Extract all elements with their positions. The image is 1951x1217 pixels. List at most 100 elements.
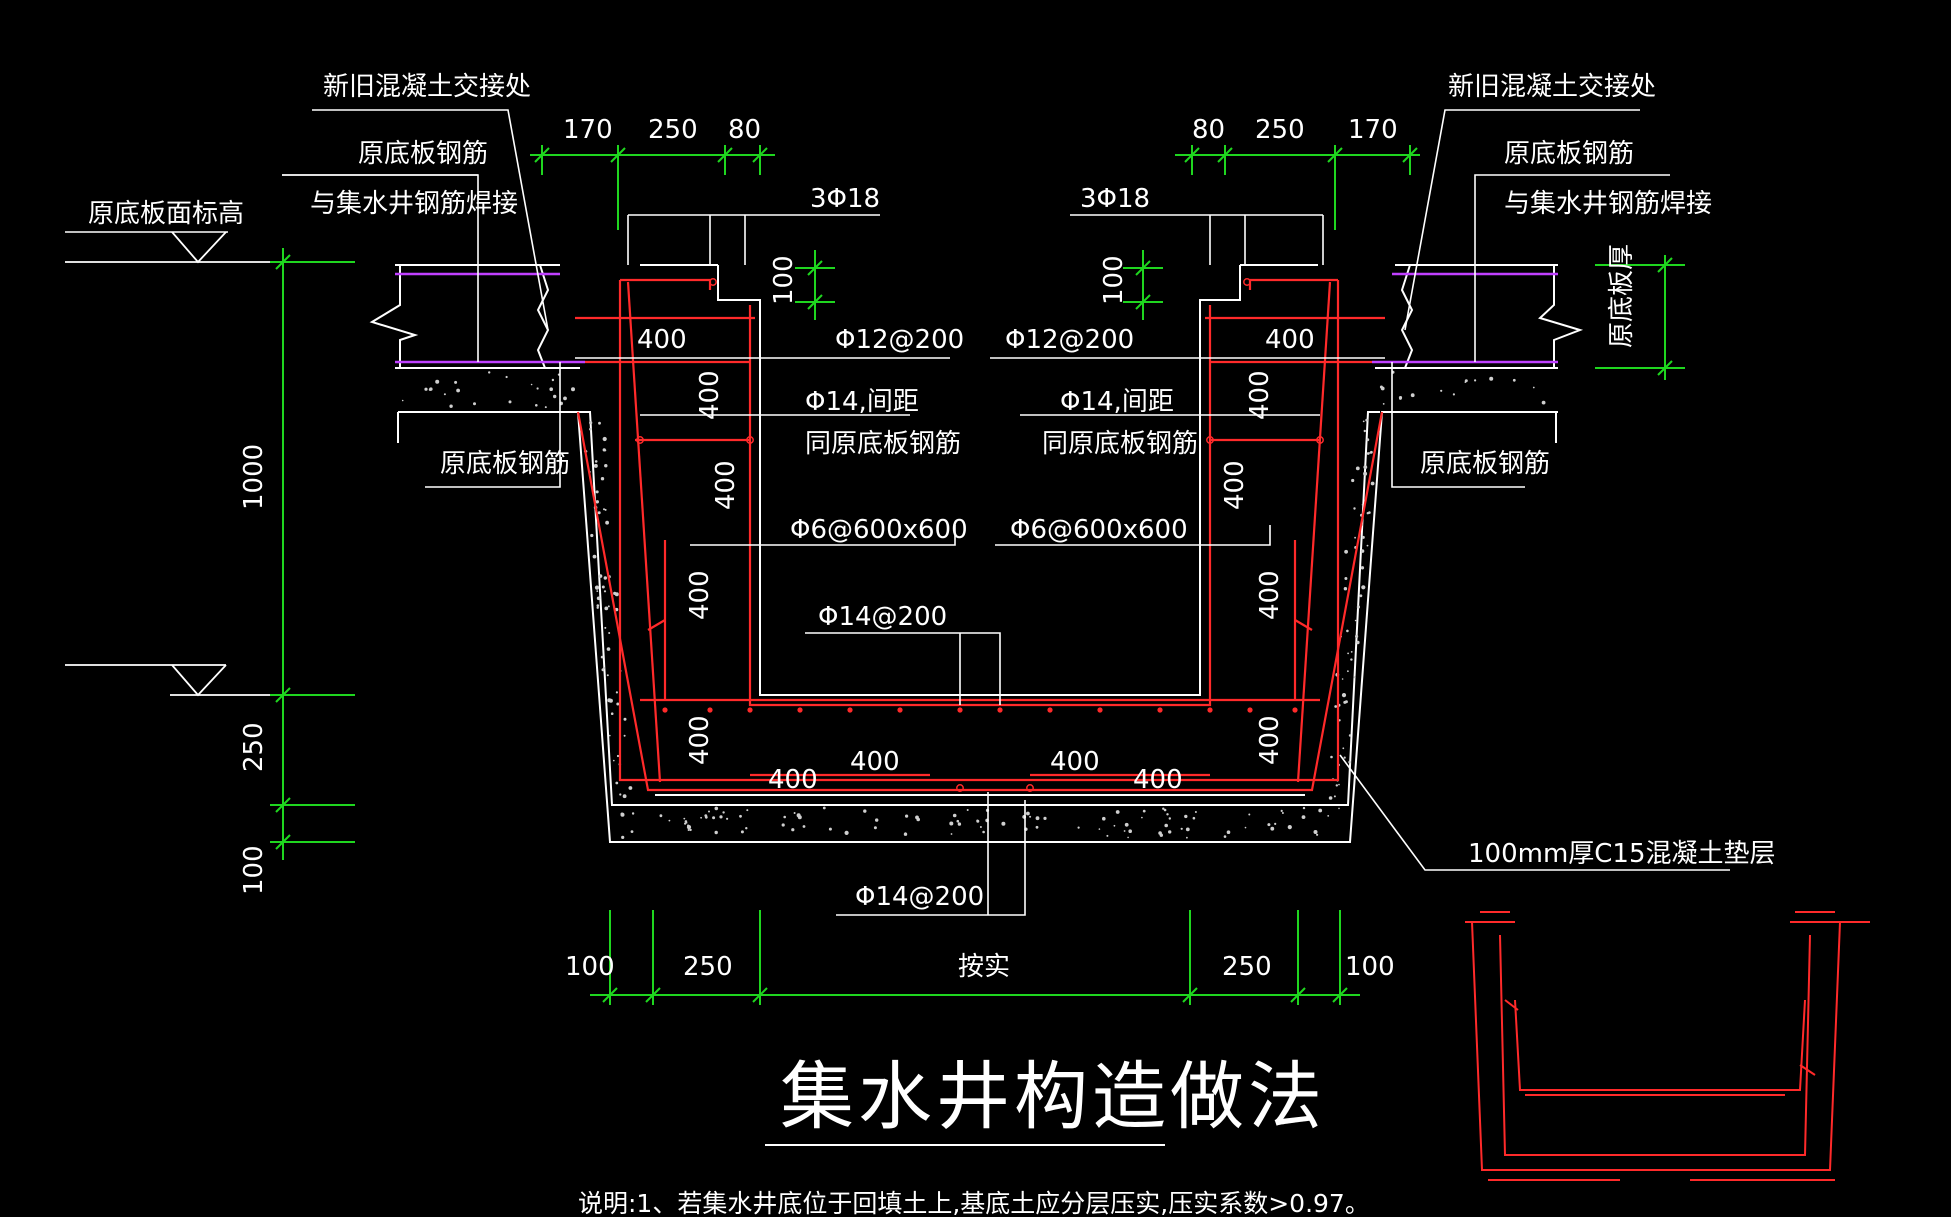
hatch-dot	[1035, 825, 1039, 829]
dimension-lines	[270, 145, 1685, 1005]
hatch-dot	[631, 812, 635, 815]
dim-text-170-left: 170	[563, 115, 613, 145]
rebar-section	[1206, 436, 1214, 444]
dim-text-80-left: 80	[728, 115, 761, 145]
dim-text-anchor-i: 400	[685, 715, 715, 765]
hatch-dot	[608, 698, 613, 703]
label-3phi18-left: 3Φ18	[810, 184, 880, 214]
hatch-dot	[1366, 544, 1369, 547]
dim-text-bot-250-left: 250	[683, 952, 733, 982]
hatch-dot	[957, 822, 962, 826]
dim-tick	[1135, 260, 1151, 276]
hatch-dot	[1369, 451, 1372, 454]
hatch-dot	[1106, 834, 1109, 837]
dim-tick	[534, 147, 550, 163]
hatch-dot	[1035, 816, 1040, 821]
hatch-dot	[456, 388, 460, 393]
rebar-outer-u	[618, 280, 1340, 782]
hatch-dot	[822, 806, 826, 810]
hatch-dot	[1162, 807, 1165, 810]
hatch-dot	[1348, 760, 1351, 764]
dim-text-left-100: 100	[239, 845, 269, 895]
dim-text-bot-actual: 按实	[958, 952, 1010, 982]
rebar-section	[1243, 278, 1251, 286]
hatch-dot	[1328, 796, 1333, 800]
hatch-dot	[1186, 836, 1188, 839]
hatch-dot	[797, 815, 802, 820]
hatch-dot	[605, 520, 609, 525]
drawing-note: 说明:1、若集水井底位于回填土上,基底土应分层压实,压实系数>0.97。	[578, 1189, 1370, 1217]
dim-tick	[610, 147, 626, 163]
hatch-dot	[1350, 658, 1353, 661]
dim-text-anchor-d: 400	[1245, 370, 1275, 420]
pit-inner-wall	[717, 265, 1241, 696]
hatch-dot	[1347, 652, 1349, 655]
hatch-dot	[443, 393, 446, 396]
dim-text-left-250: 250	[239, 722, 269, 772]
hatch-dot	[603, 508, 605, 511]
leader-joint-left	[312, 109, 549, 331]
leader-phi6-right	[995, 525, 1271, 546]
hatch-dot	[614, 592, 619, 597]
dim-tick	[275, 834, 291, 850]
hatch-dot	[603, 590, 607, 593]
hatch-dot	[1115, 810, 1120, 814]
label-phi14-spacing-right-1: Φ14,间距	[1060, 387, 1174, 417]
label-phi6-left: Φ6@600x600	[790, 515, 968, 545]
hatch-dot	[596, 604, 600, 607]
break-line-right	[1538, 265, 1584, 368]
hatch-dot	[1363, 429, 1367, 433]
label-phi12-right: Φ12@200	[1005, 325, 1134, 355]
hatch-dot	[952, 813, 957, 818]
hatch-dot	[1128, 829, 1132, 833]
rebar-dot	[707, 707, 713, 713]
hatch-dot	[628, 786, 633, 790]
drawing-title: 集水井构造做法	[780, 1054, 1326, 1140]
dim-text-anchor-n: 400	[1133, 765, 1183, 795]
rebar-dot	[797, 707, 803, 713]
hatch-dot	[603, 576, 607, 580]
dim-text-anchor-l: 400	[850, 747, 900, 777]
hatch-dot	[1356, 605, 1360, 609]
dim-tick	[1657, 257, 1673, 273]
hatch-dot	[623, 734, 626, 737]
label-phi12-left: Φ12@200	[835, 325, 964, 355]
hatch-dot	[979, 826, 982, 828]
rebar-dot	[1207, 707, 1213, 713]
label-phi14-200-top: Φ14@200	[818, 602, 947, 632]
dim-tick	[645, 987, 661, 1003]
hatch-dot	[1301, 815, 1306, 819]
hatch-dot	[802, 825, 806, 828]
hatch-dot	[571, 387, 575, 392]
dim-tick	[752, 987, 768, 1003]
hatch-dot	[1489, 376, 1494, 381]
dim-tick	[602, 987, 618, 1003]
hatch-dot	[1102, 816, 1106, 821]
hatch-dot	[535, 404, 538, 407]
hatch-dot	[746, 809, 749, 812]
hatch-dot	[1287, 825, 1292, 830]
hatch-dot	[1180, 827, 1183, 830]
hatch-dot	[488, 371, 491, 374]
hatch-dot	[1043, 816, 1047, 821]
label-slab-thickness: 原底板厚	[1607, 244, 1637, 348]
hatch-dot	[708, 810, 710, 813]
rebar-dot	[997, 707, 1003, 713]
hatch-dot	[1141, 816, 1143, 819]
hatch-dot	[604, 508, 607, 511]
rebar-dot	[662, 707, 668, 713]
rebar-section	[1026, 784, 1034, 792]
hatch-dot	[1355, 466, 1360, 471]
dim-tick	[275, 797, 291, 813]
hatch-dot	[1341, 693, 1347, 698]
rebar-outer-u-3	[1296, 281, 1332, 783]
hatch-dot	[1280, 809, 1283, 813]
label-orig-rebar-bottom-left: 原底板钢筋	[440, 449, 570, 479]
hatch-dot	[604, 464, 608, 468]
dim-text-anchor-f: 400	[1220, 460, 1250, 510]
hatch-dot	[1335, 784, 1339, 787]
hatch-dot	[1362, 420, 1365, 423]
hatch-dot	[791, 828, 795, 832]
hatch-dot	[1164, 823, 1168, 828]
hatch-dot	[1302, 806, 1306, 810]
